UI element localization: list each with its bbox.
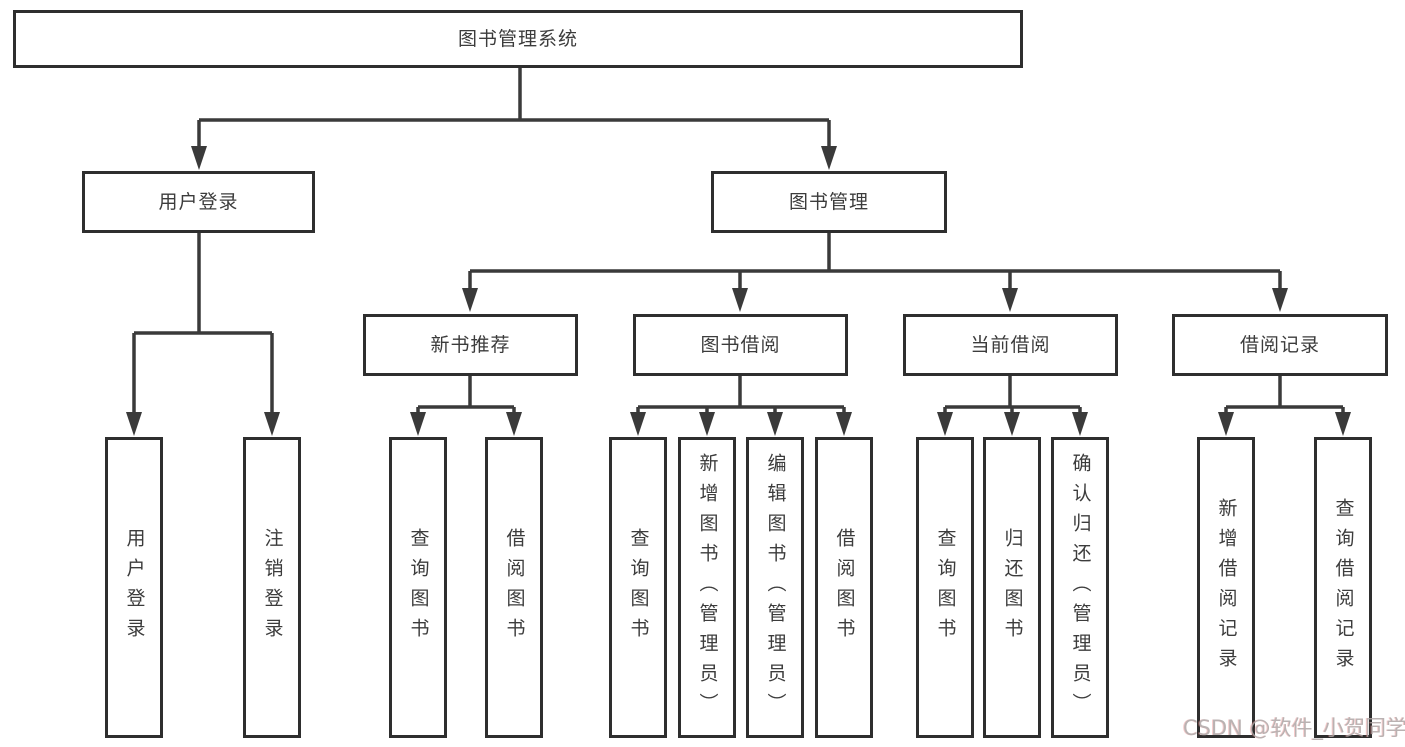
node-label: 用户登录: [123, 527, 146, 648]
leaf-query-borrow-record: 查询借阅记录: [1314, 437, 1372, 738]
leaf-borrow-books: 借阅图书: [815, 437, 873, 738]
node-label: 查询图书: [627, 527, 650, 648]
node-label: 借阅图书: [833, 527, 856, 648]
node-label: 查询借阅记录: [1332, 497, 1355, 678]
leaf-query-books-current: 查询图书: [916, 437, 974, 738]
leaf-query-books-recommend: 查询图书: [389, 437, 447, 738]
node-label: 借阅图书: [503, 527, 526, 648]
leaf-borrow-books-recommend: 借阅图书: [485, 437, 543, 738]
node-borrowing-records: 借阅记录: [1172, 314, 1388, 376]
node-label: 图书借阅: [700, 333, 781, 356]
node-user-login-module: 用户登录: [82, 171, 315, 233]
node-book-borrowing: 图书借阅: [633, 314, 848, 376]
node-label: 用户登录: [158, 190, 239, 213]
tree-edges: [132, 68, 1345, 416]
node-label: 查询图书: [407, 527, 430, 648]
node-label: 图书管理: [788, 190, 869, 213]
leaf-add-borrow-record: 新增借阅记录: [1197, 437, 1255, 738]
node-new-book-recommend: 新书推荐: [363, 314, 578, 376]
node-label: 注销登录: [261, 527, 284, 648]
leaf-query-books-borrow: 查询图书: [609, 437, 667, 738]
leaf-user-login: 用户登录: [105, 437, 163, 738]
leaf-add-books-admin: 新增图书（管理员）: [678, 437, 736, 738]
node-label: 确认归还（管理员）: [1069, 452, 1092, 723]
node-label: 新增借阅记录: [1215, 497, 1238, 678]
leaf-confirm-return-admin: 确认归还（管理员）: [1051, 437, 1109, 738]
node-label: 新增图书（管理员）: [696, 452, 719, 723]
node-label: 当前借阅: [970, 333, 1051, 356]
node-label: 新书推荐: [430, 333, 511, 356]
node-book-management-module: 图书管理: [711, 171, 947, 233]
node-current-borrowing: 当前借阅: [903, 314, 1118, 376]
node-root-label: 图书管理系统: [457, 27, 578, 50]
node-root-system: 图书管理系统: [13, 10, 1023, 68]
node-label: 借阅记录: [1239, 333, 1320, 356]
arrowheads: [126, 146, 1351, 436]
leaf-edit-books-admin: 编辑图书（管理员）: [746, 437, 804, 738]
leaf-return-books: 归还图书: [983, 437, 1041, 738]
node-label: 归还图书: [1001, 527, 1024, 648]
node-label: 编辑图书（管理员）: [764, 452, 787, 723]
node-label: 查询图书: [934, 527, 957, 648]
leaf-logout: 注销登录: [243, 437, 301, 738]
csdn-watermark: CSDN @软件_小贺同学: [1183, 716, 1405, 740]
